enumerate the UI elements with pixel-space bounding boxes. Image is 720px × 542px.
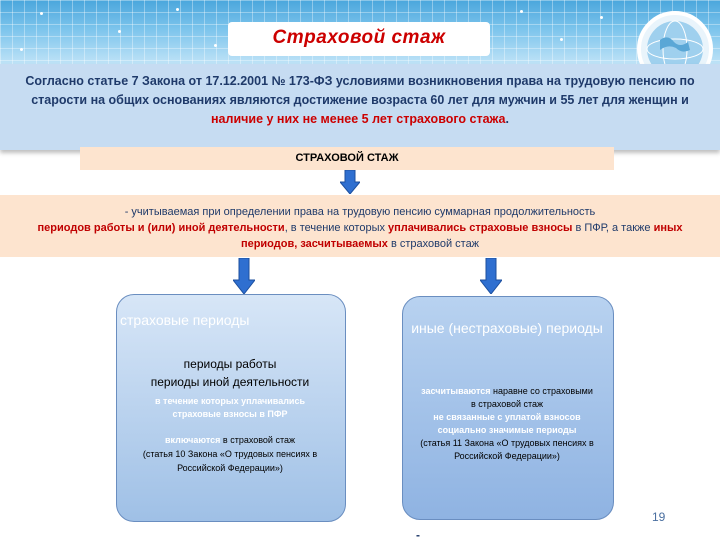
down-arrow-right-icon [480, 258, 502, 294]
non-insurance-periods-heading: иные (нестраховые) периоды [402, 318, 612, 338]
intro-text: Согласно статье 7 Закона от 17.12.2001 №… [14, 72, 706, 129]
definition-text: - учитываемая при определении права на т… [10, 204, 710, 252]
non-insurance-periods-body: засчитываются наравне со страховыми в ст… [406, 385, 608, 463]
intro-highlight: наличие у них не менее 5 лет страхового … [211, 112, 506, 126]
law-ref-11: (статья 11 Закона «О трудовых пенсиях в … [406, 437, 608, 463]
social-periods-text: не связанные с уплатой взносов социально… [406, 411, 608, 437]
included-text: включаются в страховой стаж [120, 433, 340, 447]
staj-label-box: СТРАХОВОЙ СТАЖ [80, 147, 614, 170]
other-activity-text: периоды иной деятельности [120, 373, 340, 391]
page-number: 19 [652, 510, 665, 524]
contributions-text: в течение которых уплачивались страховые… [120, 395, 340, 421]
insurance-periods-body: периоды работы периоды иной деятельности… [120, 355, 340, 475]
page-title: Страховой стаж [228, 22, 490, 54]
down-arrow-left-icon [233, 258, 255, 294]
counted-text: засчитываются наравне со страховыми в ст… [406, 385, 608, 411]
work-periods-text: периоды работы [120, 355, 340, 373]
law-ref-10: (статья 10 Закона «О трудовых пенсиях в … [120, 447, 340, 475]
down-arrow-icon [340, 170, 360, 194]
insurance-periods-heading: страховые периоды [120, 312, 340, 328]
